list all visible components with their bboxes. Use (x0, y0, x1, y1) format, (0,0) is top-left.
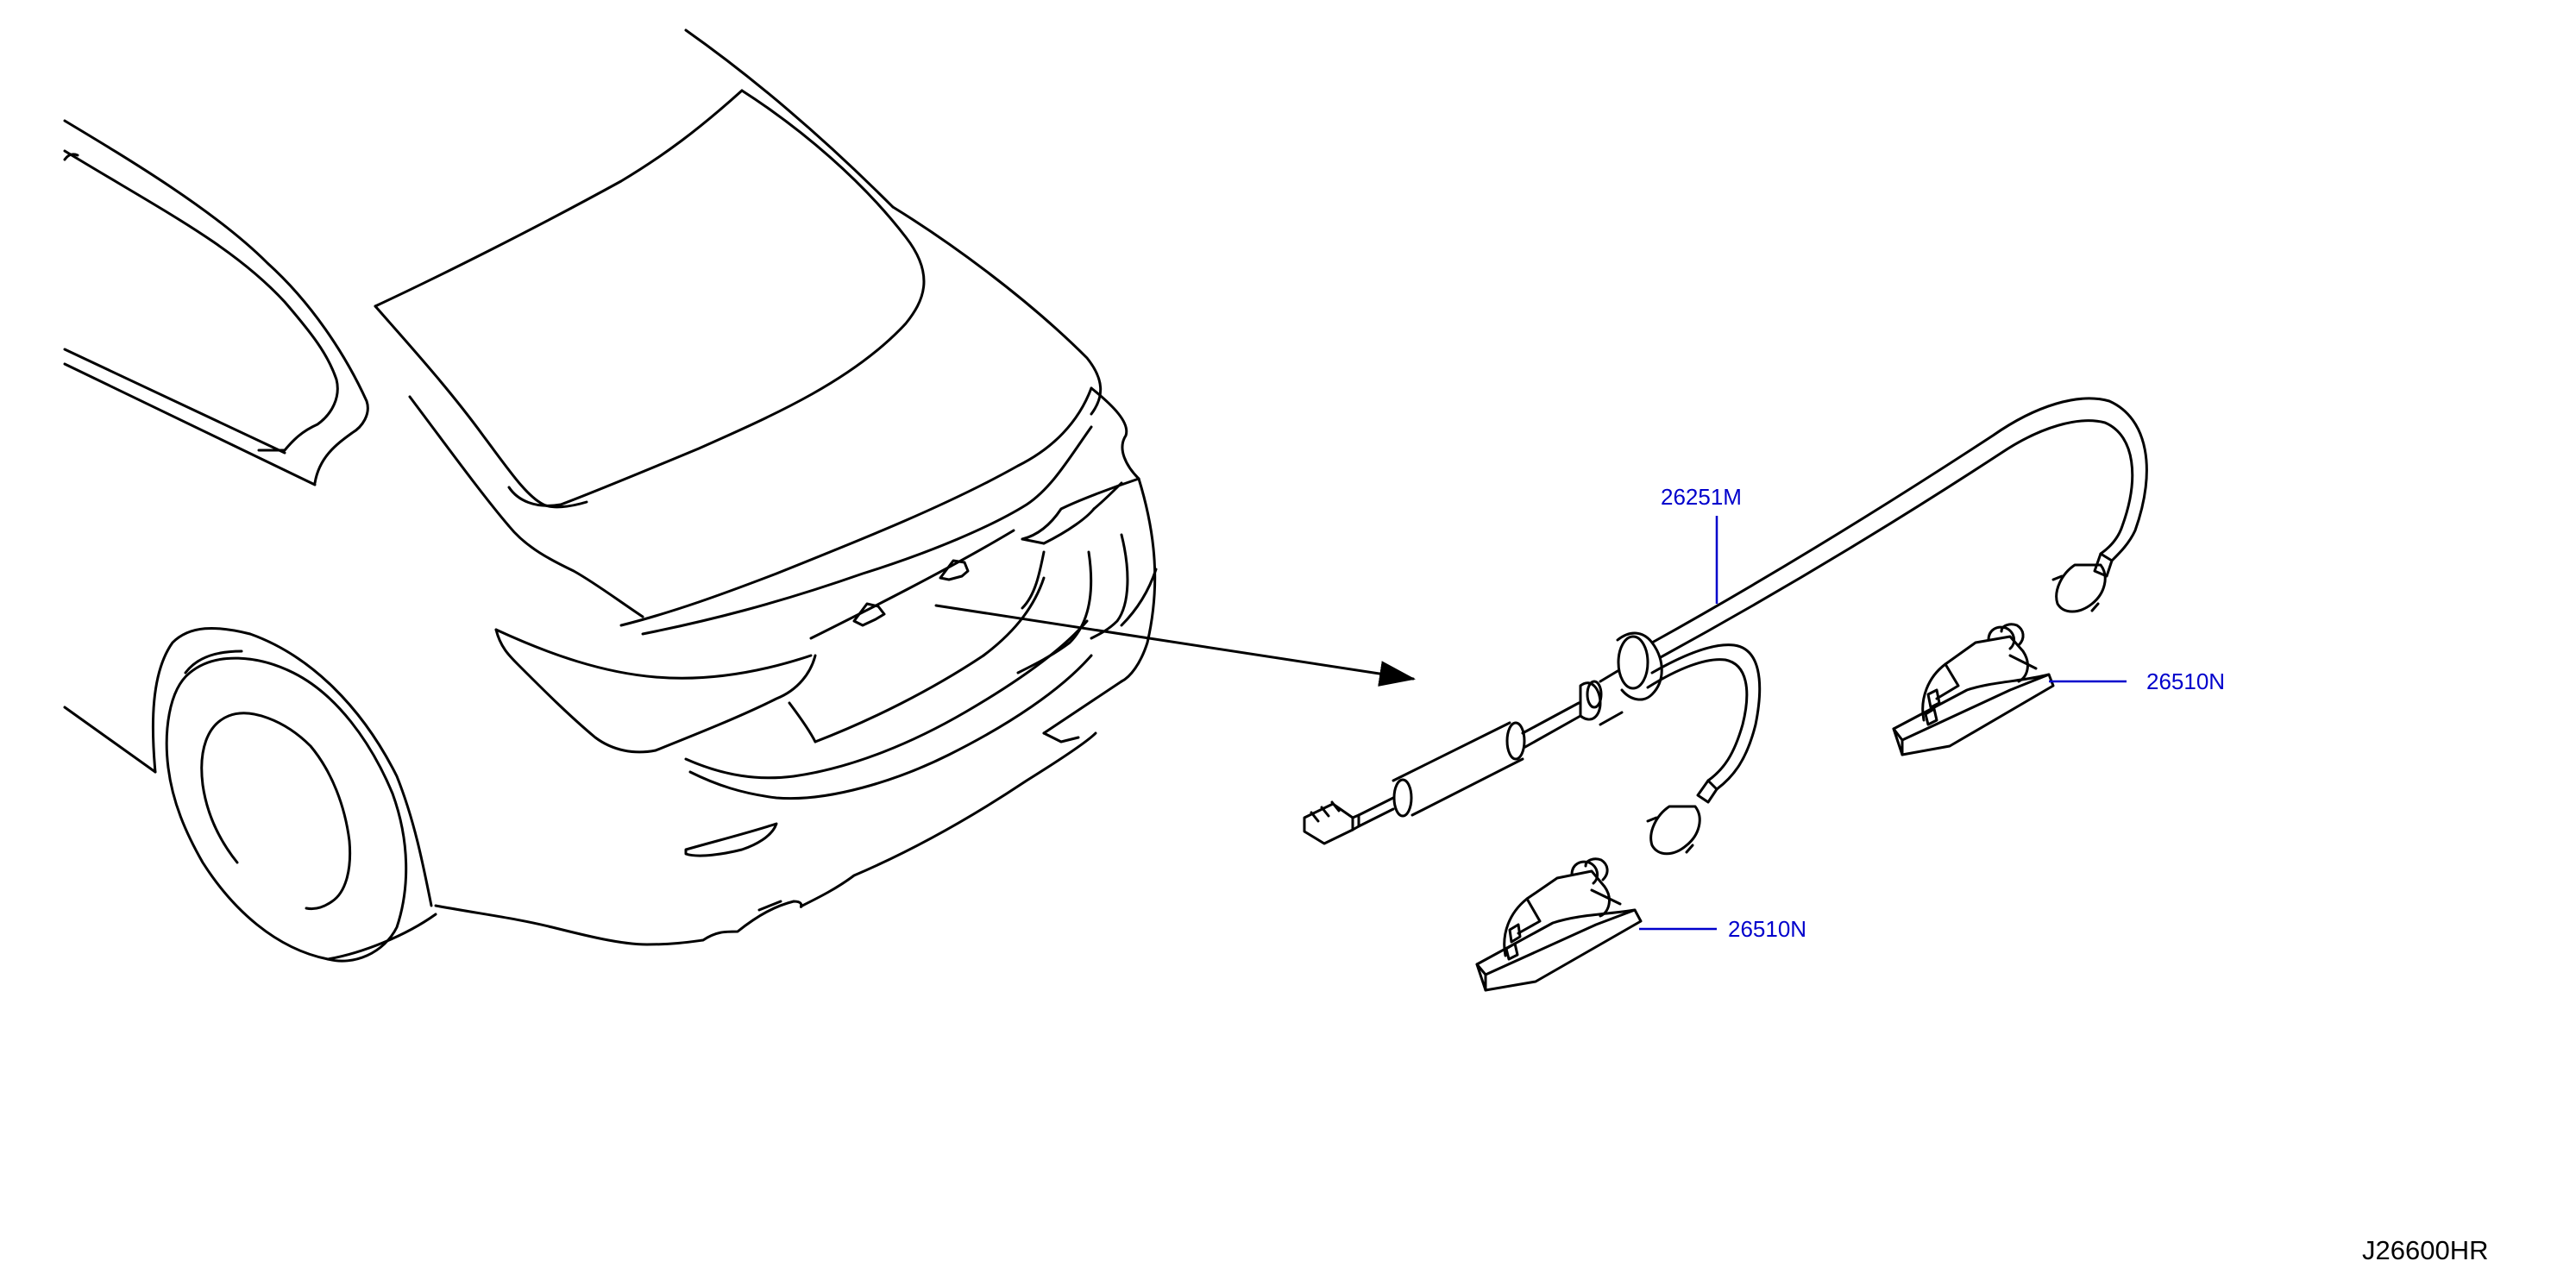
diagram-code: J26600HR (2362, 1235, 2488, 1265)
callout-lamp-upper: 26510N (2049, 668, 2225, 694)
license-lamp-harness-illustration (1303, 397, 2148, 856)
callout-lamp-lower: 26510N (1639, 916, 1806, 942)
detail-arrow (934, 604, 1416, 687)
callout-harness-label: 26251M (1661, 484, 1742, 510)
callout-lamp-lower-label: 26510N (1728, 916, 1806, 942)
license-lamp-upper-illustration (1892, 623, 2055, 756)
callout-lamp-upper-label: 26510N (2146, 668, 2225, 694)
vehicle-rear-illustration (63, 28, 1158, 963)
callout-harness: 26251M (1661, 484, 1742, 604)
license-lamp-lower-illustration (1475, 857, 1643, 992)
